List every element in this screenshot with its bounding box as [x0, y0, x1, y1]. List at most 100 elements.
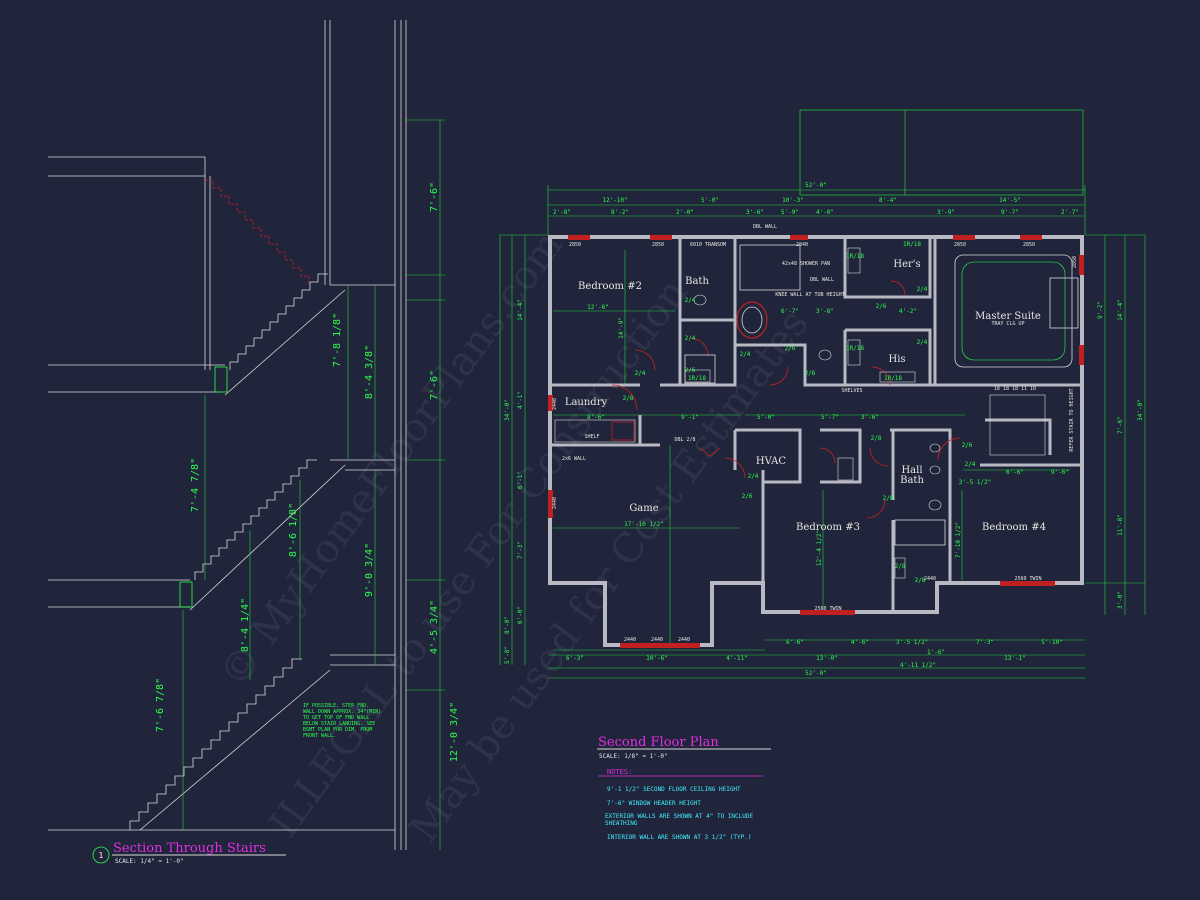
room-hall-bath-line1: Hall — [901, 465, 922, 476]
window-size-7: 2440 — [624, 637, 636, 643]
section-dim-2: 8'-4 3/8" — [364, 345, 375, 399]
dim-inner-9: 5'-7" — [821, 414, 839, 421]
room-master-subtitle: TRAY CLG UP — [991, 321, 1024, 327]
window-size-4: 2850 — [1023, 242, 1035, 248]
fixtures — [554, 244, 1079, 579]
dim-left-0: 14'-4" — [517, 299, 524, 321]
room-laundry: Laundry — [565, 397, 608, 408]
door-size-12: 2/4 — [965, 461, 976, 468]
dims-left: 14'-4" 34'-0" 4'-1" 6'-1" 7'-3" 6'-0" 8'… — [504, 299, 524, 664]
note-item-3: INTERIOR WALL ARE SHOWN AT 3 1/2" (TYP.) — [607, 834, 752, 841]
dim-top-8: 2'-0" — [676, 209, 694, 216]
label-shelves: SHELVES — [841, 388, 862, 394]
dim-top-3: 10'-3" — [782, 197, 804, 204]
door-size-19: 1R/18 — [903, 241, 921, 248]
dim-inner-2: 6'-7" — [781, 308, 799, 315]
door-size-17: 2/8 — [895, 563, 906, 570]
dim-inner-10: 17'-10 1/2" — [624, 521, 664, 528]
label-twin-window: 2560 TWIN — [814, 606, 841, 612]
dim-left-6: 8'-0" — [504, 616, 511, 634]
watermark: © MyHomeFloorPlans.com ILLEGAL to use Fo… — [211, 223, 818, 851]
note-item-1: 7'-6" WINDOW HEADER HEIGHT — [607, 800, 701, 807]
section-dim-4: 7'-4 7/8" — [190, 458, 201, 512]
dim-top-4: 8'-4" — [879, 197, 897, 204]
label-shower: 42x48 SHOWER PAN — [782, 261, 830, 267]
notes-heading: NOTES: — [607, 768, 632, 776]
label-shelf: SHELF — [584, 434, 599, 440]
door-size-11: 2/8 — [883, 495, 894, 502]
dim-top-5: 14'-5" — [999, 197, 1021, 204]
section-note: IF POSSIBLE, STEP FND. WALL DOWN APPROX.… — [303, 703, 381, 739]
section-dim-1: 7'-8 1/8" — [332, 313, 343, 367]
dim-bottom-9: 3'-5 1/2" — [896, 639, 929, 646]
note-item-0: 9'-1 1/2" SECOND FLOOR CEILING HEIGHT — [607, 786, 741, 793]
door-size-15: 2/6 — [805, 370, 816, 377]
window-size-1: 2850 — [652, 242, 664, 248]
dim-right-1: 34'-0" — [1137, 399, 1144, 421]
dim-bottom-1: 10'-6" — [646, 655, 668, 662]
dim-right-3: 9'-2" — [1097, 301, 1104, 319]
room-master-suite: Master Suite — [975, 311, 1041, 322]
second-floor-plan: Bedroom #2 Bath Her's Master Suite TRAY … — [499, 109, 1146, 841]
dim-inner-1: 14'-9" — [618, 317, 625, 339]
dim-left-1: 34'-0" — [504, 399, 511, 421]
section-dim-7: 8'-4 1/4" — [240, 598, 251, 652]
dim-bottom-3: 13'-0" — [816, 655, 838, 662]
dim-bottom-8: 4'-6" — [851, 639, 869, 646]
dim-inner-5: 8'-6" — [587, 414, 605, 421]
door-swings — [611, 280, 961, 519]
dim-right-0: 14'-4" — [1117, 299, 1124, 321]
dim-inner-14: 7'-10 1/2" — [955, 522, 962, 558]
dim-bottom-6: 52'-0" — [805, 670, 827, 677]
dim-top-13: 9'-7" — [1001, 209, 1019, 216]
dim-bottom-10: 1'-6" — [927, 649, 945, 656]
window-size-3: 2850 — [954, 242, 966, 248]
dim-top-9: 3'-6" — [746, 209, 764, 216]
section-bubble-number: 1 — [98, 851, 103, 860]
window-size-5: 2850 — [1072, 256, 1078, 268]
door-size-labels: 2/4 2/4 2/4 2/6 2/4 2/4 2/8 2/6 2/4 2/6 … — [623, 241, 976, 584]
door-size-21: 1R/18 — [688, 375, 706, 382]
section-bubble — [92, 846, 110, 864]
dim-left-2: 4'-1" — [517, 391, 524, 409]
dims-top: 52'-0" 12'-10" 5'-0" 10'-3" 8'-4" 14'-5"… — [553, 182, 1079, 216]
plan-scale: SCALE: 1/8" = 1'-0" — [599, 753, 668, 760]
door-size-20: 1R/18 — [884, 375, 902, 382]
dim-top-1: 12'-10" — [602, 197, 627, 204]
room-bath: Bath — [685, 276, 709, 287]
dim-bottom-12: 5'-10" — [1041, 639, 1063, 646]
dim-right-4: 7'-6" — [1117, 416, 1124, 434]
room-bedroom-3: Bedroom #3 — [796, 522, 860, 533]
door-size-18: 2/4 — [635, 370, 646, 377]
label-2x6-wall: 2x6 WALL — [562, 456, 586, 462]
door-size-23: 1R/18 — [846, 345, 864, 352]
label-dbl-door: DBL 2/8 — [674, 437, 695, 443]
door-size-6: 2/8 — [623, 395, 634, 402]
dim-top-12: 3'-9" — [937, 209, 955, 216]
door-size-7: 2/6 — [876, 303, 887, 310]
dims-bottom: 6'-3" 10'-6" 4'-11" 13'-0" 4'-11 1/2" 13… — [566, 639, 1063, 677]
room-hvac: HVAC — [756, 456, 786, 467]
label-stair-ref: 18 18 18 11 10 — [994, 386, 1036, 392]
door-size-8: 2/4 — [748, 473, 759, 480]
dim-inner-11: 12'-4 1/2" — [816, 530, 823, 566]
label-stair-note: REFER STAIR TO HEIGHT — [1069, 388, 1075, 451]
door-size-5: 2/4 — [917, 339, 928, 346]
door-size-9: 2/6 — [742, 493, 753, 500]
window-size-9: 2440 — [678, 637, 690, 643]
dim-bottom-0: 6'-3" — [566, 655, 584, 662]
window-size-0: 2850 — [569, 242, 581, 248]
section-dim-3: 7'-6" — [429, 370, 440, 400]
dim-bottom-5: 13'-1" — [1004, 655, 1026, 662]
note-item-2: EXTERIOR WALLS ARE SHOWN AT 4" TO INCLUD… — [605, 813, 754, 827]
room-game: Game — [629, 503, 658, 514]
dim-right-2: 11'-8" — [1117, 514, 1124, 536]
room-his: His — [888, 354, 905, 365]
dim-inner-4: 4'-2" — [899, 308, 917, 315]
dim-top-2: 5'-0" — [701, 197, 719, 204]
door-size-16: 2/8 — [915, 577, 926, 584]
door-size-14: 2/6 — [685, 367, 696, 374]
dim-bottom-4: 4'-11 1/2" — [900, 662, 936, 669]
dim-inner-13: 9'-6" — [1051, 469, 1069, 476]
